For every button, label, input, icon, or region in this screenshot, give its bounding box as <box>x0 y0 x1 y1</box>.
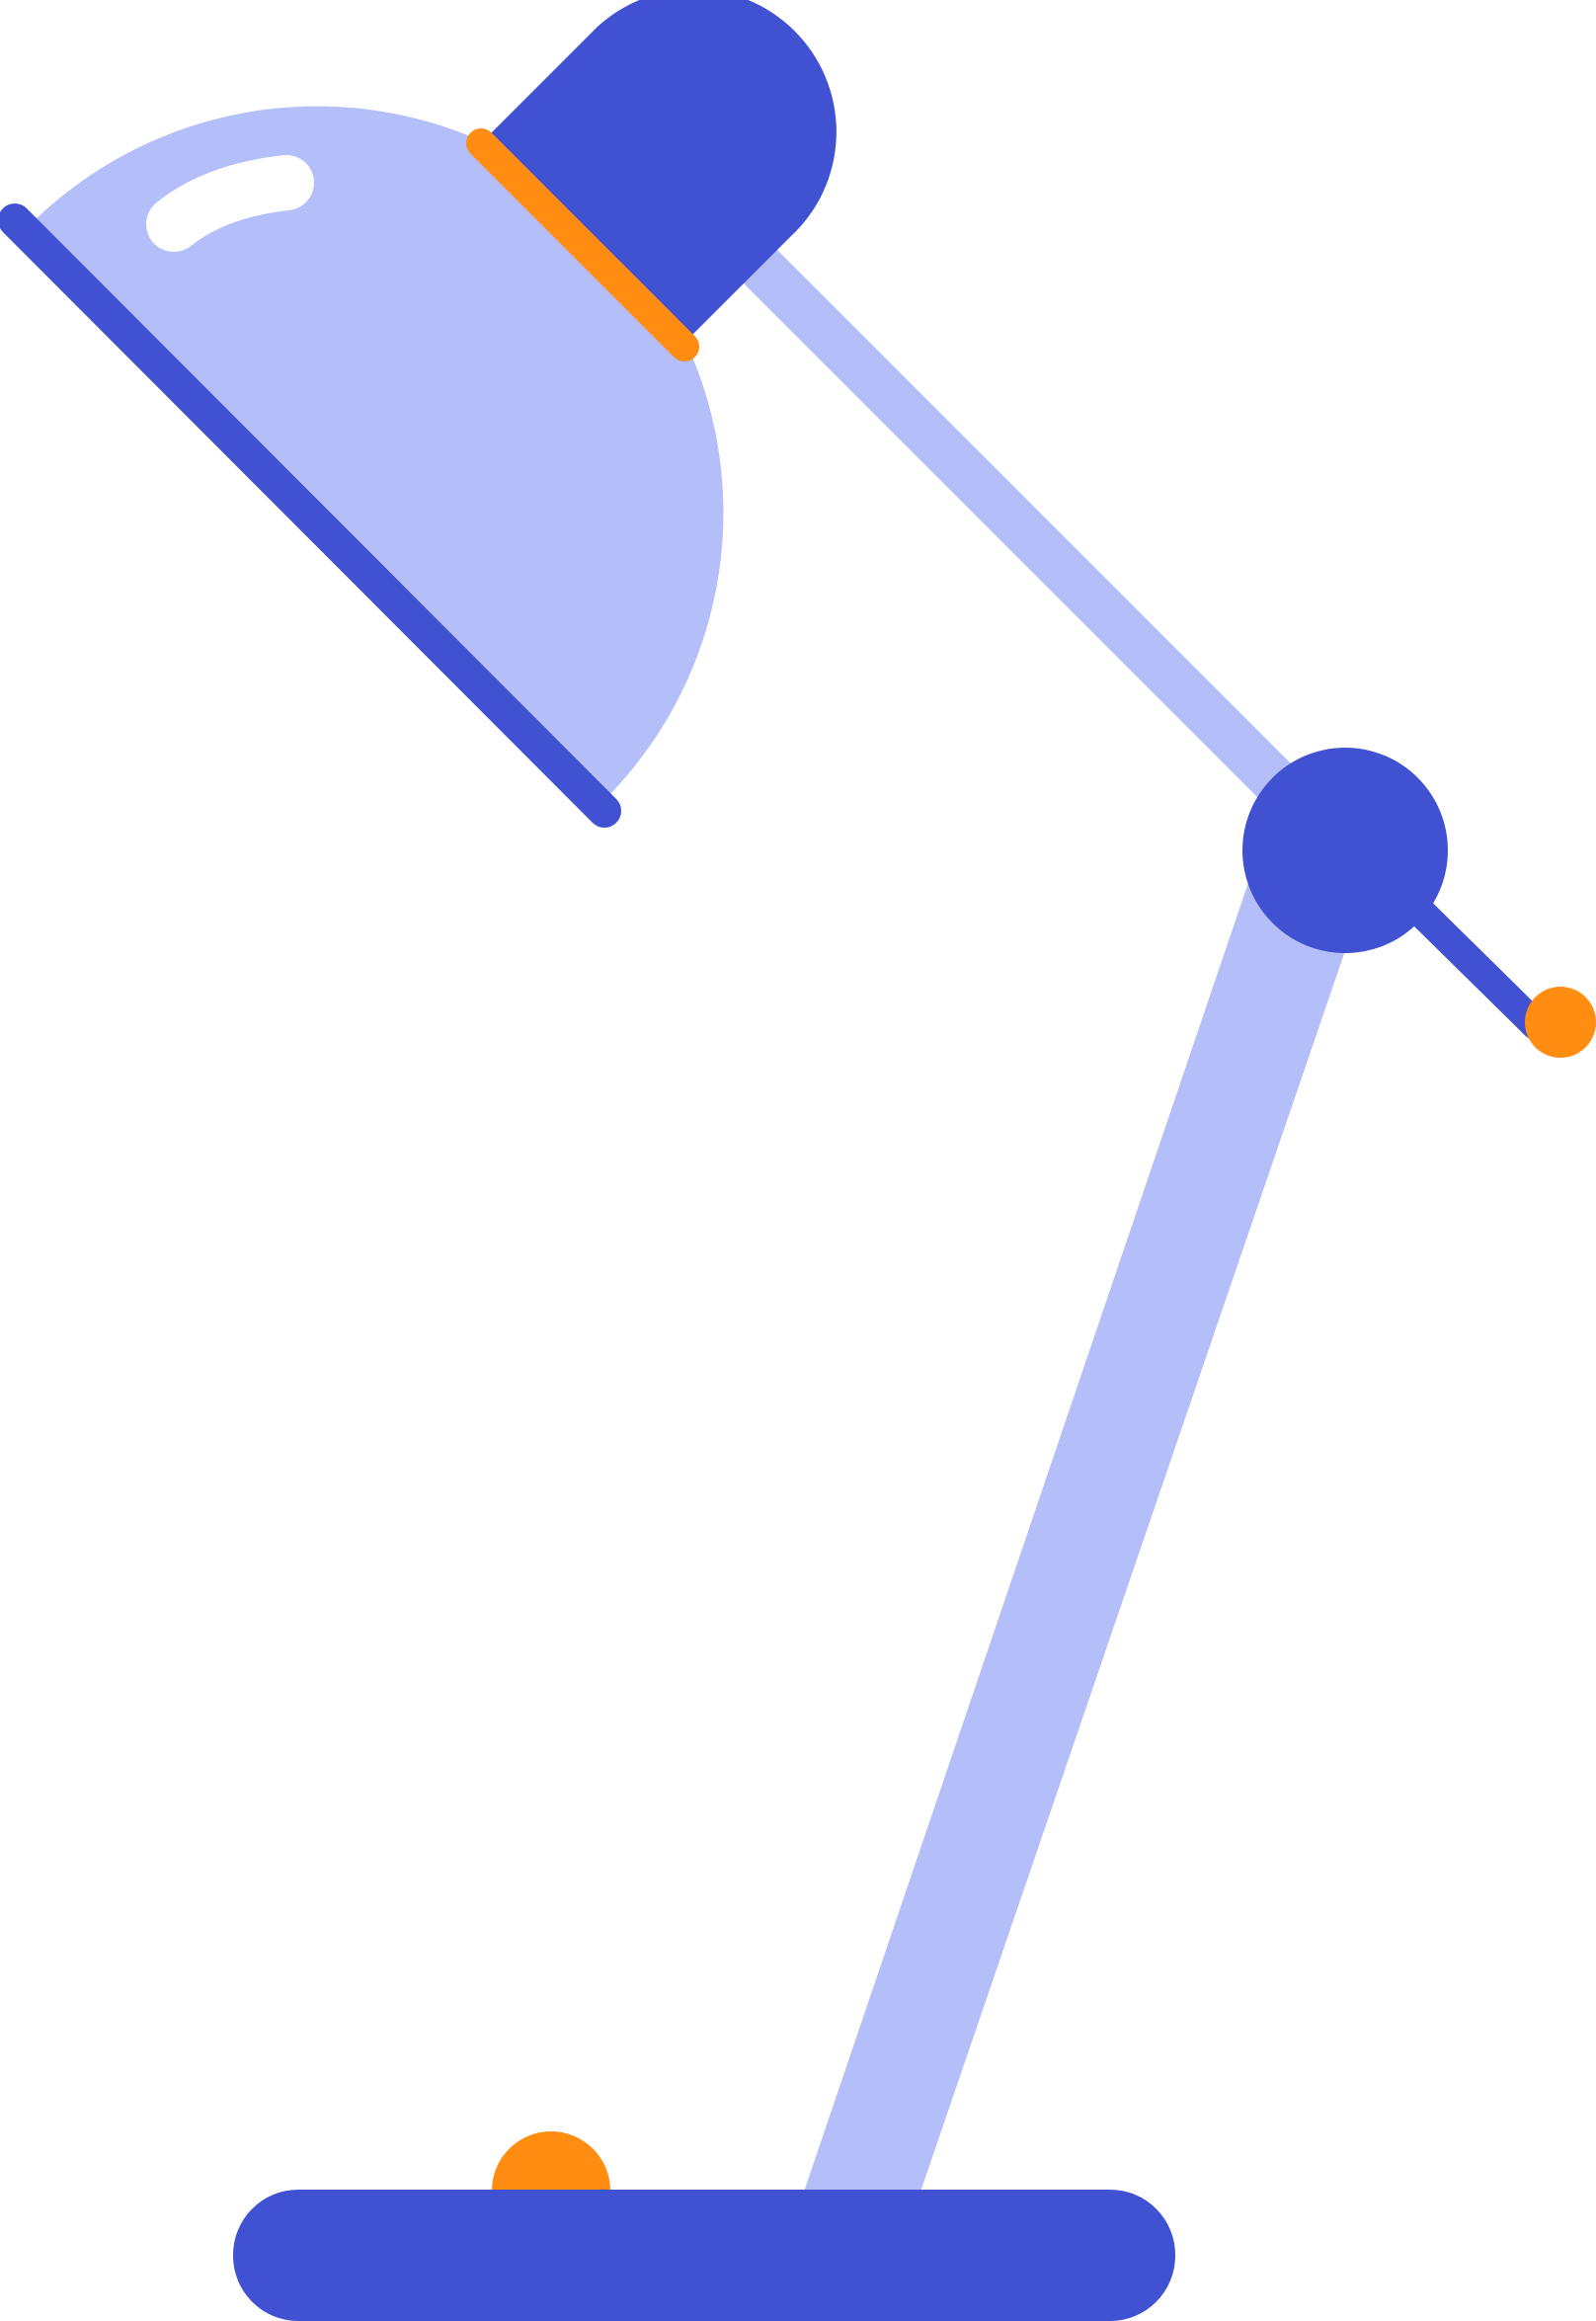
lamp-upper-arm <box>739 245 1328 835</box>
shade-rim <box>0 203 621 828</box>
lamp-lower-arm <box>802 859 1351 2198</box>
lamp-head <box>481 0 837 343</box>
counterweight-knob <box>1525 987 1596 1058</box>
lamp-base <box>233 2190 1175 2321</box>
shade-highlight <box>146 155 314 252</box>
head-stripe <box>466 128 699 361</box>
counterweight-rod <box>1393 884 1551 1040</box>
lamp-shade <box>30 106 724 801</box>
